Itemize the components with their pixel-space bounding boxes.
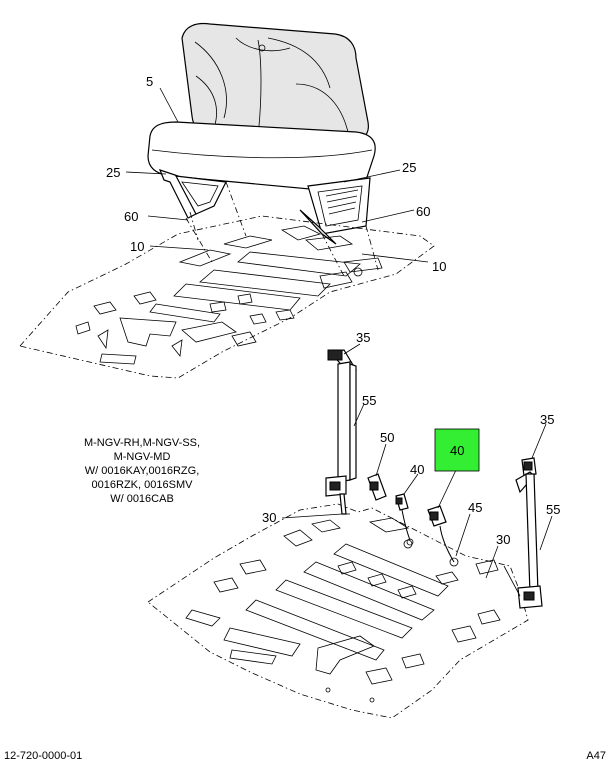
callout-40-highlighted: 40 — [450, 443, 464, 458]
note-line-3: W/ 0016KAY,0016RZG, — [85, 465, 200, 477]
buckle-assembly — [367, 473, 387, 501]
callout-25-right: 25 — [402, 160, 416, 175]
right-seatbelt-assembly — [503, 457, 543, 609]
callout-40: 40 — [410, 462, 424, 477]
callout-35-right: 35 — [540, 412, 554, 427]
note-line-5: W/ 0016CAB — [110, 493, 174, 505]
sensor-harness-right — [427, 505, 455, 563]
seat-back — [181, 22, 369, 141]
sensor-harness-left — [395, 493, 414, 546]
callout-55-left: 55 — [362, 393, 376, 408]
callout-50: 50 — [380, 430, 394, 445]
callout-60-right: 60 — [416, 204, 430, 219]
left-seatbelt-assembly — [325, 349, 357, 515]
footer-drawing-number: 12-720-0000-01 — [4, 750, 82, 761]
upper-floor-panel — [19, 215, 435, 379]
footer-page-ref: A47 — [586, 750, 606, 761]
applicability-note: M-NGV-RH,M-NGV-SS, M-NGV-MD W/ 0016KAY,0… — [84, 437, 200, 505]
callout-30-right: 30 — [496, 532, 510, 547]
lower-floor-panel — [147, 503, 529, 719]
callout-40-highlight-box — [434, 428, 480, 472]
callout-5: 5 — [146, 74, 153, 89]
seat-assembly — [147, 22, 379, 277]
callout-10-left: 10 — [130, 239, 144, 254]
callout-30-left: 30 — [262, 510, 276, 525]
callout-25-left: 25 — [106, 165, 120, 180]
callout-55-right: 55 — [546, 502, 560, 517]
note-line-2: M-NGV-MD — [114, 451, 171, 463]
callout-60-left: 60 — [124, 209, 138, 224]
note-line-1: M-NGV-RH,M-NGV-SS, — [84, 437, 200, 449]
leader-lines — [125, 87, 553, 579]
callout-labels: 5 25 25 60 60 10 10 35 55 50 40 40 45 30… — [106, 74, 560, 547]
callout-35-left: 35 — [356, 330, 370, 345]
callout-10-right: 10 — [432, 259, 446, 274]
callout-45: 45 — [468, 500, 482, 515]
note-line-4: 0016RZK, 0016SMV — [92, 479, 194, 491]
